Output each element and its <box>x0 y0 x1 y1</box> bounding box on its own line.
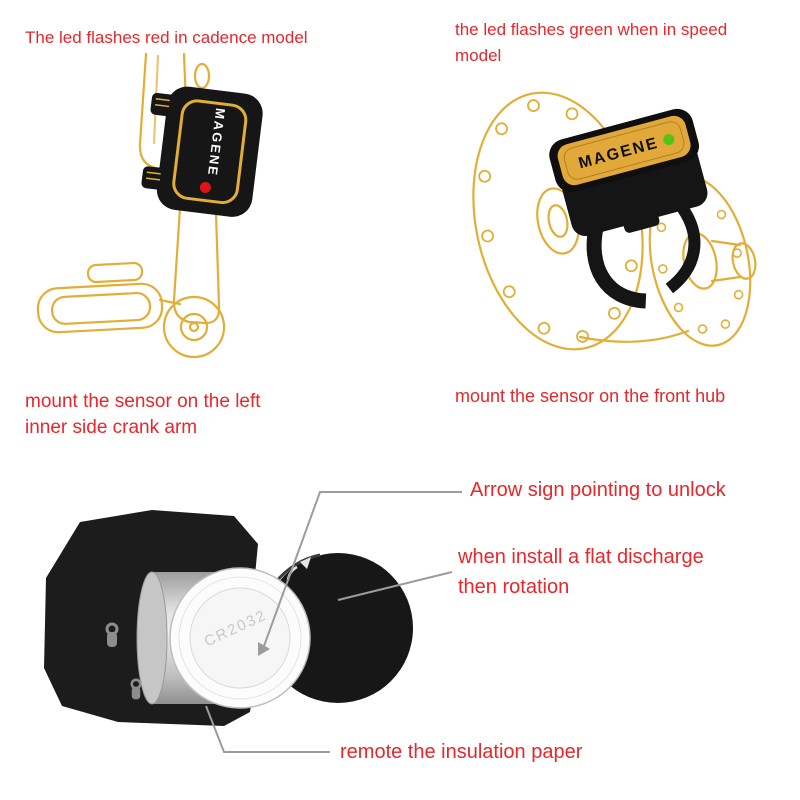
green-led <box>663 134 675 146</box>
battery-install-illustration: CR2032 <box>44 491 462 753</box>
strap-right <box>665 201 701 294</box>
strap-left <box>586 223 647 309</box>
cadence-panel-title: The led flashes red in cadence model <box>25 28 308 47</box>
coin-battery <box>189 587 291 689</box>
barrel-bottom-line <box>578 329 690 343</box>
speed-caption: mount the sensor on the front hub <box>455 386 726 406</box>
strap-lines <box>145 98 170 181</box>
top-face-inner-line <box>563 121 685 180</box>
speed-panel-title-line1: the led flashes green when in speed <box>455 20 728 39</box>
cylinder-left-cap <box>136 571 168 705</box>
pull-tab-icon <box>105 622 119 647</box>
holder-ring <box>178 576 302 700</box>
cadence-caption-line1: mount the sensor on the left <box>25 391 261 412</box>
callout-label-install-line2: then rotation <box>458 576 570 598</box>
crank-arm-illustration: MAGENE <box>36 52 263 359</box>
sensor-top-face <box>557 115 691 186</box>
strap-buckle <box>622 210 660 233</box>
cadence-caption-line2: inner side crank arm <box>25 417 198 438</box>
pull-tab-icon <box>130 678 142 700</box>
cadence-sensor: MAGENE <box>141 86 263 217</box>
speed-panel-title-line2: model <box>455 46 502 65</box>
callout-label-unlock: Arrow sign pointing to unlock <box>470 479 726 501</box>
callout-line-unlock <box>263 491 462 647</box>
speed-sensor: MAGENE <box>549 108 708 309</box>
callout-lines <box>205 491 462 753</box>
callout-line-paper <box>205 705 330 753</box>
sensor-face-ring <box>172 99 248 205</box>
hub-sketch <box>472 91 757 351</box>
axle-end <box>731 242 757 280</box>
front-hub-illustration: MAGENE <box>472 91 757 351</box>
axle-lines <box>710 239 742 283</box>
callout-line-install <box>337 571 453 601</box>
red-led <box>199 181 211 193</box>
crank-sketch <box>36 52 226 359</box>
unlock-notch-arrow <box>258 642 270 656</box>
callout-label-insulation-paper: remote the insulation paper <box>340 741 583 763</box>
sensor-body <box>156 86 263 217</box>
callout-label-install-line1: when install a flat discharge <box>458 546 704 568</box>
cover-highlight <box>274 553 321 583</box>
